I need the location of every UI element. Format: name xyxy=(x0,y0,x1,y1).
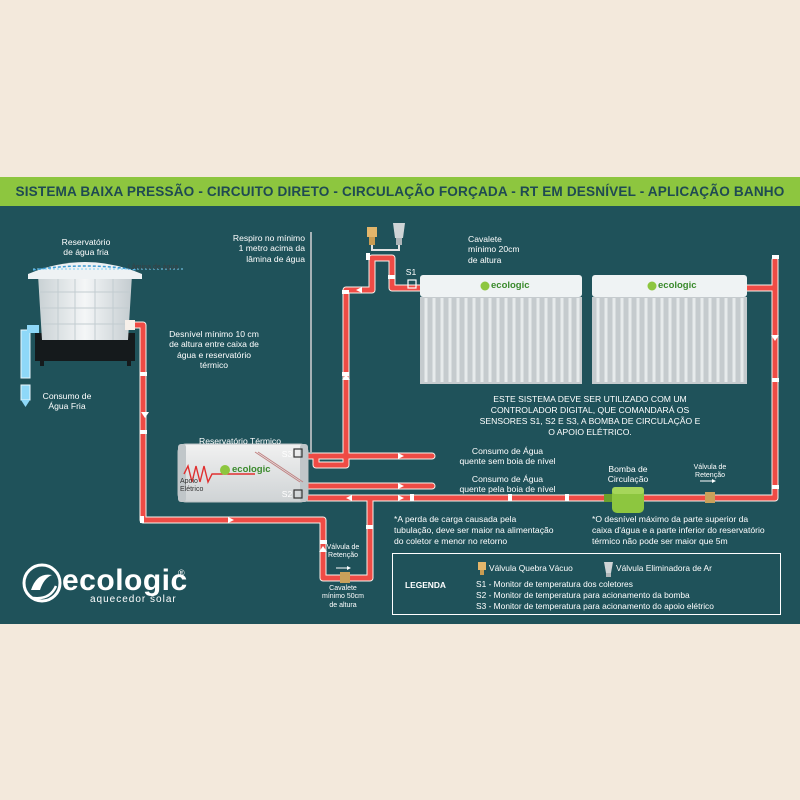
sensor-s3-box xyxy=(293,448,303,458)
logo-wordmark: ecologic xyxy=(62,564,188,597)
solar-collector-2 xyxy=(592,275,747,384)
arrow-right-icon xyxy=(398,495,404,501)
vent-note: Respiro no mínimo 1 metro acima da lâmin… xyxy=(232,233,305,264)
flow-arrows xyxy=(141,287,779,552)
solar-collector-1 xyxy=(420,275,582,384)
check-valve-bottom-label: Válvula de Retenção xyxy=(326,544,360,560)
arrow-right-icon xyxy=(398,483,404,489)
controller-note: ESTE SISTEMA DEVE SER UTILIZADO COM UM C… xyxy=(479,394,701,437)
thermal-tank xyxy=(177,443,309,503)
legend-air-valve: Válvula Eliminadora de Ar xyxy=(616,563,712,573)
arrow-up-icon xyxy=(342,374,350,380)
check-valve-right-label: Válvula de Retenção xyxy=(693,464,727,480)
height-diff-note: Desnível mínimo 10 cm de altura entre ca… xyxy=(169,329,259,371)
logo-tagline: aquecedor solar xyxy=(90,594,177,605)
heater-label: Apoio Elétrico xyxy=(180,478,204,494)
sensor-s1-label: S1 xyxy=(405,267,417,277)
arrow-down-icon xyxy=(141,412,149,418)
legend-vacuum-valve-icon xyxy=(478,562,486,575)
head-loss-note: *A perda de carga causada pela tubulação… xyxy=(394,514,554,546)
legend-s1: S1 - Monitor de temperatura dos coletore… xyxy=(476,579,633,589)
cold-consumption-label: Consumo de Água Fria xyxy=(42,391,92,412)
arrow-down-icon xyxy=(21,400,30,407)
arrow-right-icon xyxy=(228,517,234,523)
collector-2-brand: ecologic xyxy=(658,280,697,291)
title-bar: SISTEMA BAIXA PRESSÃO - CIRCUITO DIRETO … xyxy=(0,177,800,209)
hot-with-float-label: Consumo de Água quente pela boia de níve… xyxy=(459,474,556,495)
sensor-s2-box xyxy=(293,489,303,499)
collector-1-brand: ecologic xyxy=(491,280,530,291)
hot-no-float-label: Consumo de Água quente sem boia de nível xyxy=(459,446,556,467)
vacuum-breaker-valve-icon xyxy=(367,227,377,245)
legend-s3: S3 - Monitor de temperatura para acionam… xyxy=(476,601,714,611)
sensor-s1-box xyxy=(407,279,417,289)
diagram-title: SISTEMA BAIXA PRESSÃO - CIRCUITO DIRETO … xyxy=(15,184,785,199)
arrow-up-icon xyxy=(319,546,327,552)
diagram-panel xyxy=(0,177,800,624)
legend-air-valve-icon xyxy=(604,562,613,577)
thermal-tank-brand: ecologic xyxy=(232,464,271,475)
logo-registered: ® xyxy=(178,568,185,578)
legend-box xyxy=(392,553,781,615)
circulation-pump-icon xyxy=(604,487,644,513)
arrow-left-icon xyxy=(356,287,362,293)
sensor-s3-label: S3 xyxy=(281,449,293,459)
max-height-note: *O desnível máximo da parte superior da … xyxy=(592,514,765,546)
cold-water-tank xyxy=(20,262,185,407)
arrow-left-icon xyxy=(346,495,352,501)
legend-title: LEGENDA xyxy=(405,580,446,590)
legend-s2: S2 - Monitor de temperatura para acionam… xyxy=(476,590,690,600)
check-valve-bottom-icon xyxy=(336,566,351,583)
arrow-down-icon xyxy=(771,335,779,341)
pump-label: Bomba de Circulação xyxy=(607,464,649,485)
bottom-stand-label: Cavalete mínimo 50cm de altura xyxy=(321,585,364,609)
sensor-s2-label: S2 xyxy=(281,489,293,499)
collector-stand-label: Cavalete mínimo 20cm de altura xyxy=(468,234,520,265)
pipe-feed-to-tank xyxy=(296,494,374,582)
legend-vacuum-valve: Válvula Quebra Vácuo xyxy=(489,563,573,573)
ecologic-logo-icon xyxy=(22,563,62,603)
water-level-label: Lâmina de água xyxy=(128,264,179,271)
thermal-tank-label: Reservatório Térmico xyxy=(199,436,281,446)
check-valve-right-icon xyxy=(700,479,716,503)
arrow-right-icon xyxy=(398,453,404,459)
cold-tank-label: Reservatório de água fria xyxy=(61,237,111,258)
heater-element-icon xyxy=(183,463,255,485)
air-eliminator-valve-icon xyxy=(393,223,405,245)
